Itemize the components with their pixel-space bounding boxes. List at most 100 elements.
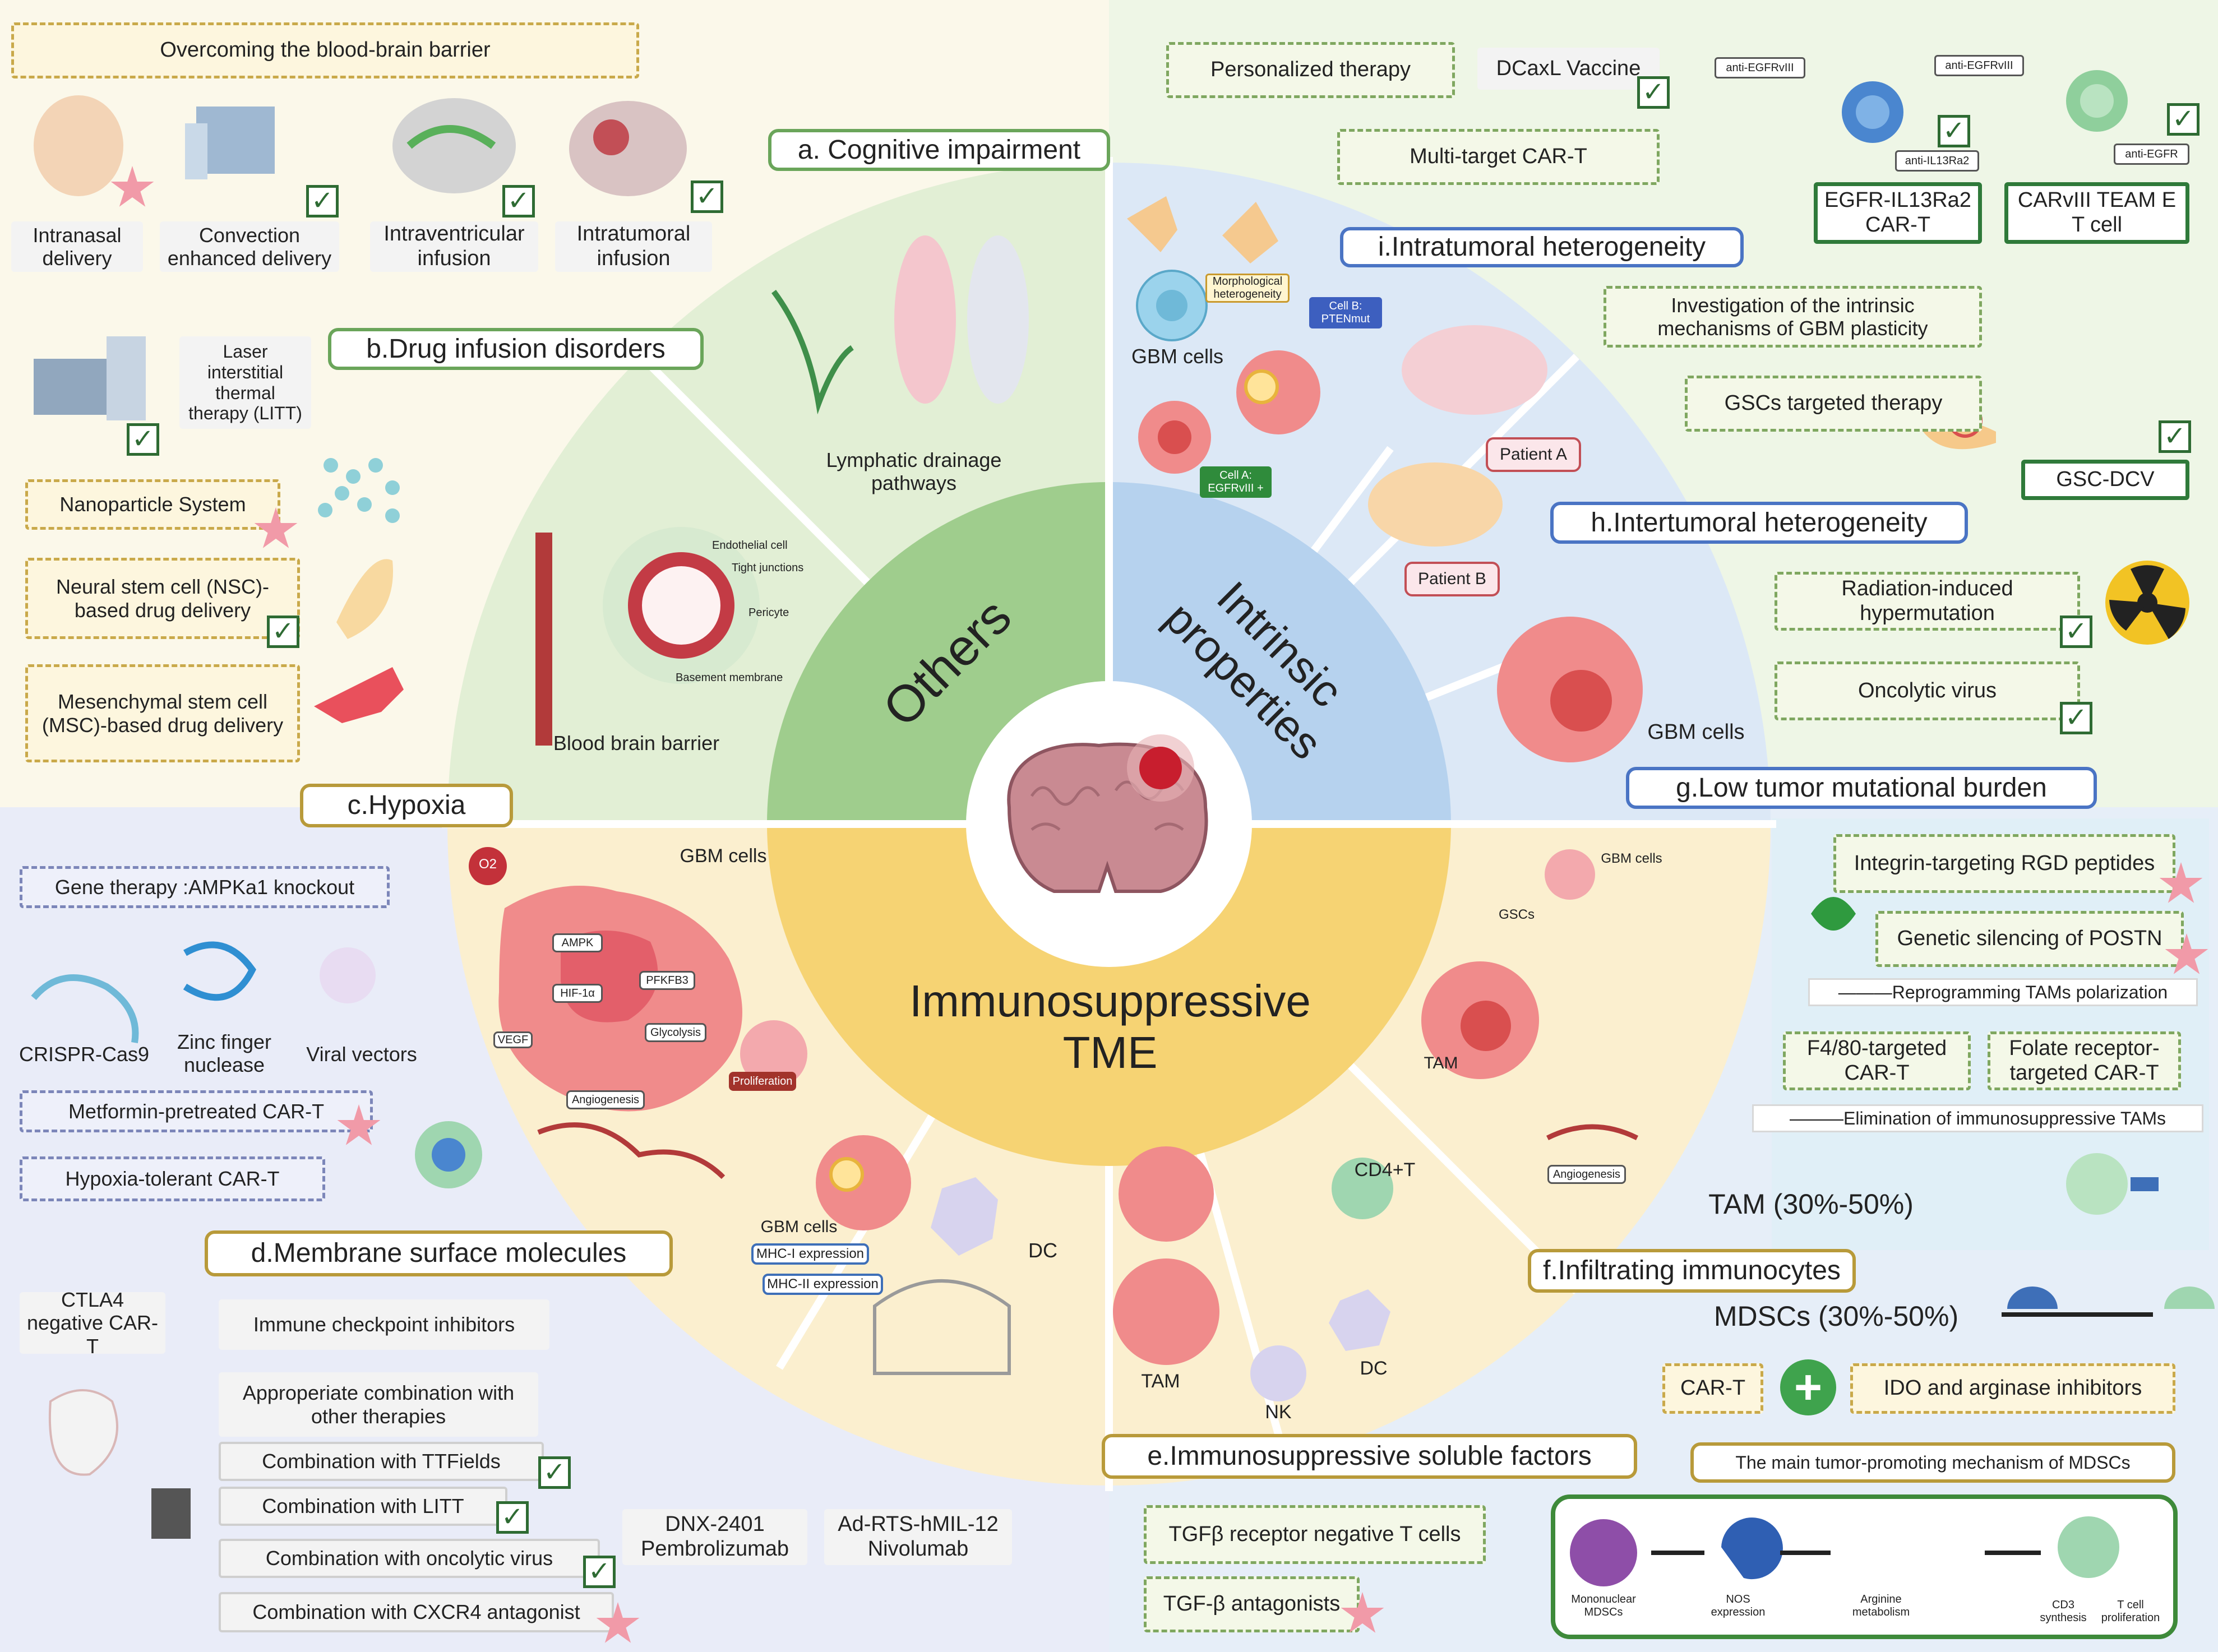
viral-vectors-label: Viral vectors (306, 1043, 417, 1066)
personalized-therapy-box: Personalized therapy (1166, 42, 1455, 98)
crispr-label: CRISPR-Cas9 (19, 1043, 150, 1066)
section-low-tmb: g.Low tumor mutational burden (1626, 767, 2097, 809)
illustrations-others (34, 95, 1029, 746)
hypoxia-tolerant-cart-box: Hypoxia-tolerant CAR-T (20, 1156, 325, 1201)
check-icon: ✓ (496, 1501, 529, 1534)
check-icon: ✓ (2159, 420, 2191, 453)
section-soluble-factors: e.Immunosuppressive soluble factors (1102, 1434, 1637, 1479)
mechanism-arrows (1651, 1312, 2153, 1555)
section-drug-infusion: b.Drug infusion disorders (328, 328, 704, 370)
tgfb-receptor-negative-box: TGFβ receptor negative T cells (1144, 1505, 1486, 1564)
bbb-overcoming-title: Overcoming the blood-brain barrier (11, 22, 639, 78)
section-cognitive-impairment: a. Cognitive impairment (768, 129, 1110, 171)
gscs-label: GSCs (1498, 907, 1535, 922)
check-icon: ✓ (1637, 76, 1670, 109)
convection-delivery-label: Convection enhanced delivery (160, 221, 339, 272)
gbm-cells-label-2: GBM cells (1647, 720, 1745, 744)
combination-therapies-box: Approperiate combination with other ther… (219, 1372, 538, 1437)
patient-b-tag: Patient B (1404, 562, 1500, 596)
morphological-heterogeneity-tag: Morphological heterogeneity (1205, 274, 1290, 303)
bbb-endothelial-label: Endothelial cell (712, 539, 788, 552)
tam-label: TAM (1424, 1054, 1458, 1072)
check-icon: ✓ (502, 185, 535, 218)
litt-label: Laser interstitial thermal therapy (LITT… (179, 336, 311, 429)
cd3-synthesis-label: CD3 synthesis (2040, 1599, 2087, 1624)
ido-arginase-inhibitors-box: IDO and arginase inhibitors (1850, 1363, 2175, 1414)
combination-oncolytic-virus: Combination with oncolytic virus (219, 1539, 600, 1578)
check-icon: ✓ (127, 423, 159, 456)
cell-b-tag: Cell B: PTENmut (1309, 297, 1382, 328)
cell-a-tag: Cell A: EGFRvIII + (1200, 466, 1272, 498)
combination-litt: Combination with LITT (219, 1487, 507, 1526)
egfr-il13ra2-cart-box: EGFR-IL13Ra2 CAR-T (1814, 182, 1982, 244)
anti-egfrviii-tag-2: anti-EGFRvIII (1934, 55, 2024, 76)
cart-box: CAR-T (1662, 1363, 1763, 1414)
vegf-tag: VEGF (493, 1031, 533, 1048)
check-icon: ✓ (2167, 103, 2199, 136)
dnx-2401-pembrolizumab: DNX-2401 Pembrolizumab (622, 1509, 807, 1565)
elimination-tams-line: ———Elimination of immunosuppressive TAMs (1752, 1104, 2203, 1132)
check-icon: ✓ (2060, 616, 2092, 648)
check-icon: ✓ (1938, 115, 1970, 147)
section-intertumoral-heterogeneity: h.Intertumoral heterogeneity (1550, 502, 1968, 544)
brain-illustration (1007, 734, 1208, 893)
ampk-tag: AMPK (552, 933, 603, 952)
bbb-label: Blood brain barrier (553, 732, 720, 755)
carviii-team-e-box: CARvIII TEAM E T cell (2004, 182, 2189, 244)
proliferation-tag: Proliferation (729, 1072, 796, 1091)
gene-therapy-box: Gene therapy :AMPKa1 knockout (20, 866, 390, 908)
oncolytic-virus-box: Oncolytic virus (1775, 661, 2080, 720)
multi-target-cart-box: Multi-target CAR-T (1337, 129, 1660, 185)
tgfb-antagonists-box: TGF-β antagonists (1144, 1576, 1360, 1632)
t-cell-proliferation-label: T cell proliferation (2101, 1599, 2160, 1624)
arginine-metabolism-label: Arginine metabolism (1852, 1593, 1910, 1618)
nanoparticle-system-box: Nanoparticle System (25, 479, 280, 530)
dc-label-2: DC (1360, 1358, 1388, 1379)
dc-label: DC (1028, 1239, 1057, 1262)
combination-cxcr4: Combination with CXCR4 antagonist (219, 1592, 614, 1632)
gbm-cells-mhc-label: GBM cells (760, 1218, 838, 1236)
gbm-cells-tme-label: GBM cells (1601, 851, 1662, 866)
mhc-ii-tag: MHC-II expression (763, 1274, 883, 1295)
radiation-hypermutation-box: Radiation-induced hypermutation (1775, 572, 2080, 631)
f480-cart-box: F4/80-targeted CAR-T (1783, 1031, 1971, 1090)
patient-a-tag: Patient A (1486, 437, 1581, 472)
gbm-plasticity-box: Investigation of the intrinsic mechanism… (1604, 286, 1982, 348)
section-intratumoral-heterogeneity: i.Intratumoral heterogeneity (1340, 227, 1744, 267)
postn-silencing-box: Genetic silencing of POSTN (1875, 911, 2184, 967)
quadrant-title-tme: Immunosuppressive TME (909, 976, 1311, 1077)
combination-ttfields: Combination with TTFields (219, 1442, 544, 1481)
bbb-pericyte-label: Pericyte (748, 607, 789, 619)
section-infiltrating-immunocytes: f.Infiltrating immunocytes (1528, 1249, 1856, 1293)
gbm-cells-label: GBM cells (1131, 345, 1224, 368)
bbb-tight-junction-label: Tight junctions (732, 562, 804, 574)
msc-delivery-box: Mesenchymal stem cell (MSC)-based drug d… (25, 664, 300, 762)
ctla4-negative-cart: CTLA4 negative CAR-T (20, 1288, 165, 1358)
angiogenesis-tag: Angiogenesis (566, 1090, 645, 1109)
core-tme (767, 824, 1451, 1166)
mdsc-mechanism-title: The main tumor-promoting mechanism of MD… (1690, 1442, 2175, 1483)
mdsc-percentage: MDSCs (30%-50%) (1713, 1301, 1959, 1332)
tam-label-2: TAM (1141, 1371, 1180, 1392)
glycolysis-tag: Glycolysis (645, 1023, 706, 1042)
gbm-cells-hypoxia-label: GBM cells (680, 845, 767, 867)
plus-icon: + (1780, 1359, 1836, 1415)
anti-egfr-tag: anti-EGFR (2114, 144, 2189, 165)
gsc-dcv-box: GSC-DCV (2021, 460, 2189, 500)
anti-egfrviii-tag: anti-EGFRvIII (1715, 57, 1805, 78)
metformin-cart-box: Metformin-pretreated CAR-T (20, 1090, 373, 1132)
intraventricular-infusion-label: Intraventricular infusion (370, 221, 538, 272)
check-icon: ✓ (583, 1556, 616, 1588)
folate-cart-box: Folate receptor-targeted CAR-T (1988, 1031, 2181, 1090)
gscs-targeted-therapy-box: GSCs targeted therapy (1685, 376, 1982, 432)
dcaxl-vaccine-label: DCaxL Vaccine (1477, 48, 1660, 90)
nos-expression-label: NOS expression (1711, 1593, 1766, 1618)
zinc-finger-label: Zinc finger nuclease (177, 1030, 272, 1077)
nsc-delivery-box: Neural stem cell (NSC)-based drug delive… (25, 558, 300, 639)
check-icon: ✓ (2060, 702, 2092, 734)
section-hypoxia: c.Hypoxia (300, 784, 513, 827)
ad-rts-nivolumab: Ad-RTS-hMIL-12 Nivolumab (824, 1509, 1012, 1565)
mhc-i-tag: MHC-I expression (751, 1243, 869, 1265)
anti-il13ra2-tag: anti-IL13Ra2 (1895, 150, 1979, 172)
nk-label: NK (1265, 1401, 1292, 1423)
